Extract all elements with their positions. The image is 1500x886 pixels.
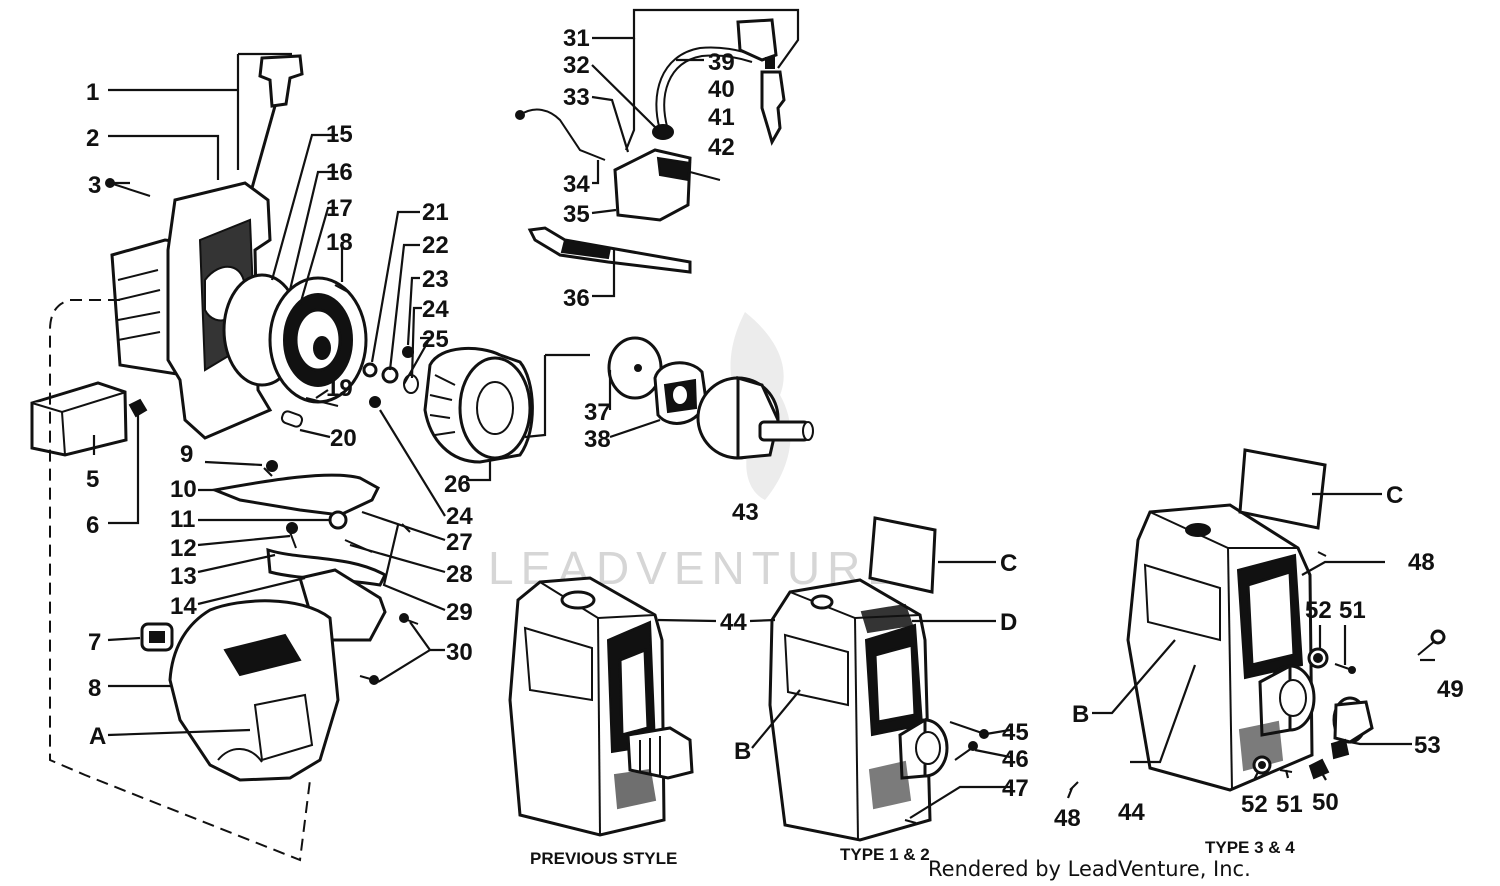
callout-47: 47 [1002, 775, 1029, 802]
callout-34: 34 [563, 171, 590, 198]
leader-lines [92, 8, 1435, 819]
callout-52a: 52 [1305, 597, 1332, 624]
callout-43: 43 [732, 499, 759, 526]
render-note: Rendered by LeadVenture, Inc. [928, 857, 1251, 881]
callout-5: 5 [86, 466, 99, 493]
callout-B-type12: B [734, 738, 751, 765]
callout-18: 18 [326, 229, 353, 256]
callout-45: 45 [1002, 719, 1029, 746]
callout-44a: 44 [720, 609, 747, 636]
callout-24b: 24 [446, 503, 473, 530]
ignition-group [515, 18, 786, 274]
callout-21: 21 [422, 199, 449, 226]
callout-7: 7 [88, 629, 101, 656]
callout-31: 31 [563, 25, 590, 52]
callout-29: 29 [446, 599, 473, 626]
callout-14: 14 [170, 593, 197, 620]
callout-11: 11 [170, 506, 195, 533]
tank-previous-style [508, 576, 694, 837]
caption-type-1-2: TYPE 1 & 2 [840, 845, 930, 864]
callout-13: 13 [170, 563, 197, 590]
callout-A: A [89, 723, 106, 750]
callout-53: 53 [1414, 732, 1441, 759]
callout-15: 15 [326, 121, 353, 148]
callout-6: 6 [86, 512, 99, 539]
callout-C-type34: C [1386, 482, 1403, 509]
callout-20: 20 [330, 425, 357, 452]
callouts: 1 2 3 5 6 7 8 9 10 11 12 13 14 15 16 17 … [86, 25, 1464, 832]
callout-52b: 52 [1241, 791, 1268, 818]
clutch-group [607, 336, 814, 460]
callout-C-type12: C [1000, 550, 1017, 577]
captions: PREVIOUS STYLE TYPE 1 & 2 TYPE 3 & 4 [530, 838, 1295, 868]
callout-19: 19 [326, 375, 353, 402]
callout-46: 46 [1002, 746, 1029, 773]
callout-36: 36 [563, 285, 590, 312]
callout-1: 1 [86, 79, 99, 106]
callout-26: 26 [444, 471, 471, 498]
callout-48a: 48 [1408, 549, 1435, 576]
callout-22: 22 [422, 232, 449, 259]
clutch-bracket-vertical [524, 355, 547, 439]
callout-23: 23 [422, 266, 449, 293]
tank-type-1-2 [768, 516, 989, 842]
caption-type-3-4: TYPE 3 & 4 [1205, 838, 1295, 857]
callout-42: 42 [708, 134, 735, 161]
callout-25: 25 [422, 326, 449, 353]
callout-9: 9 [180, 441, 193, 468]
callout-28: 28 [446, 561, 473, 588]
callout-30: 30 [446, 639, 473, 666]
callout-32: 32 [563, 52, 590, 79]
callout-50: 50 [1312, 789, 1339, 816]
callout-B-type34: B [1072, 701, 1089, 728]
assembly-dashed-line [49, 299, 311, 862]
callout-40: 40 [708, 76, 735, 103]
caption-previous-style: PREVIOUS STYLE [530, 849, 677, 868]
callout-51b: 51 [1276, 791, 1303, 818]
callout-39: 39 [708, 49, 735, 76]
callout-2: 2 [86, 125, 99, 152]
starter-housing-group [30, 54, 534, 464]
callout-12: 12 [170, 535, 197, 562]
callout-10: 10 [170, 476, 197, 503]
callout-24a: 24 [422, 296, 449, 323]
callout-49: 49 [1437, 676, 1464, 703]
callout-35: 35 [563, 201, 590, 228]
callout-51a: 51 [1339, 597, 1366, 624]
callout-16: 16 [326, 159, 353, 186]
tank-type-3-4 [1069, 448, 1446, 792]
callout-37: 37 [584, 399, 611, 426]
callout-33: 33 [563, 84, 590, 111]
callout-17: 17 [326, 195, 353, 222]
callout-41: 41 [708, 104, 735, 131]
callout-38: 38 [584, 426, 611, 453]
callout-8: 8 [88, 675, 101, 702]
callout-D: D [1000, 609, 1017, 636]
callout-44b: 44 [1118, 799, 1145, 826]
callout-48b: 48 [1054, 805, 1081, 832]
lower-cover-group [140, 460, 419, 782]
callout-3: 3 [88, 172, 101, 199]
callout-27: 27 [446, 529, 473, 556]
